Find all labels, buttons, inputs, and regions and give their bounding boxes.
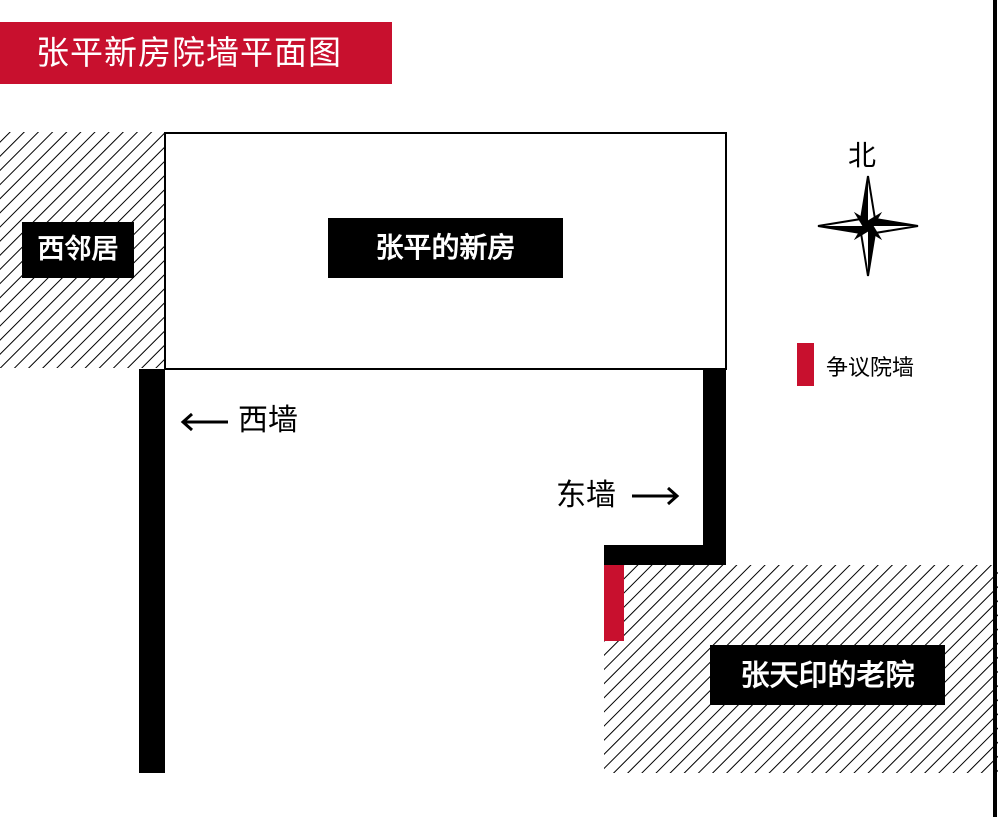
north-label: 北 (848, 139, 877, 172)
legend-disputed-label: 争议院墙 (826, 356, 915, 381)
east-wall-return (604, 545, 726, 565)
west-wall-label: 西墙 (238, 403, 298, 438)
west-wall (139, 369, 165, 773)
zhang-ping-house-label: 张平的新房 (328, 218, 563, 278)
east-wall-vertical (703, 369, 726, 565)
west-neighbor-label: 西邻居 (22, 222, 134, 278)
zhang-tianyin-yard-label: 张天印的老院 (710, 645, 945, 705)
arrow-right-icon (632, 486, 680, 506)
east-wall-label: 东墙 (556, 478, 616, 513)
compass-rose-icon (817, 175, 919, 277)
frame-border-line (993, 0, 997, 817)
disputed-wall-segment (604, 565, 624, 641)
legend-disputed-swatch (797, 343, 814, 386)
diagram-title: 张平新房院墙平面图 (0, 22, 392, 84)
arrow-left-icon (180, 412, 228, 432)
